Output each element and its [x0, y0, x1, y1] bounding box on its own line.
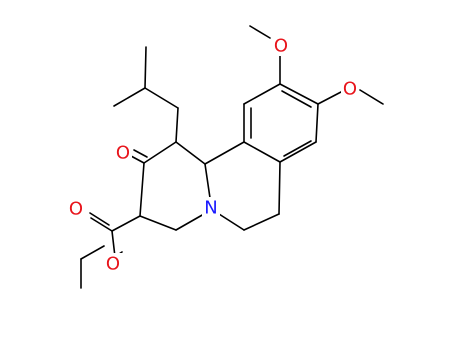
bond-ar-2 [279, 141, 317, 163]
bond-ester-to-ring [111, 215, 141, 232]
methoxy-oxygen-right-atom: O [341, 78, 359, 100]
bond-c4-n [175, 213, 205, 231]
bond-ester-carbon-o [111, 230, 116, 258]
bond-c11b-c11a [204, 141, 245, 165]
bond-ar-inner-2 [283, 140, 312, 157]
bond-c2-c3 [139, 162, 145, 217]
methoxy-oxygen-right-label: O [343, 79, 357, 100]
bond-ar-1 [243, 141, 281, 163]
bond-ch-ch3-top [144, 46, 147, 89]
bond-c6-c7 [243, 213, 280, 231]
ester-ether-oxygen-atom: O [104, 253, 122, 275]
bond-ch2-o [80, 245, 105, 260]
methoxy-oxygen-top-atom: O [272, 35, 290, 57]
ketone-oxygen-atom: O [114, 142, 132, 164]
bond-c3-c4 [139, 215, 177, 231]
ester-carbonyl-oxygen-label: O [69, 199, 83, 220]
bond-n-c11b [204, 163, 211, 199]
bond-ester-carbonyl-double [89, 212, 110, 226]
atom-layer: N O O O O O [67, 35, 359, 275]
bond-c1-ch2 [175, 107, 179, 143]
bond-ar-4 [279, 83, 319, 105]
bond-layer [80, 25, 384, 289]
bond-ar-3 [315, 103, 319, 143]
bond-ester-carbon-o-single [90, 217, 113, 232]
bond-ar-inner-3 [281, 90, 312, 108]
bond-ar-5 [243, 83, 281, 105]
ester-ether-oxygen-label: O [106, 254, 120, 275]
bond-ome-top-ch3 [249, 25, 271, 39]
ketone-oxygen-label: O [116, 143, 130, 164]
bond-ar-ome-right [317, 91, 342, 105]
bond-n-c6 [218, 213, 245, 231]
bond-c7-c7a [278, 161, 281, 215]
bond-ch2-ch [144, 87, 179, 109]
bond-c1-c2 [143, 141, 177, 164]
bond-ome-right-ch3 [359, 89, 384, 105]
bond-ch-ch3-left [113, 87, 146, 107]
nitrogen-atom: N [202, 197, 220, 219]
ester-carbonyl-oxygen-atom: O [67, 198, 85, 220]
nitrogen-label: N [204, 198, 217, 219]
bond-ketone-double-a [130, 155, 145, 164]
bond-c11b-c1 [175, 141, 206, 165]
methoxy-oxygen-top-label: O [274, 36, 288, 57]
bond-ketone-double-b [133, 149, 148, 158]
